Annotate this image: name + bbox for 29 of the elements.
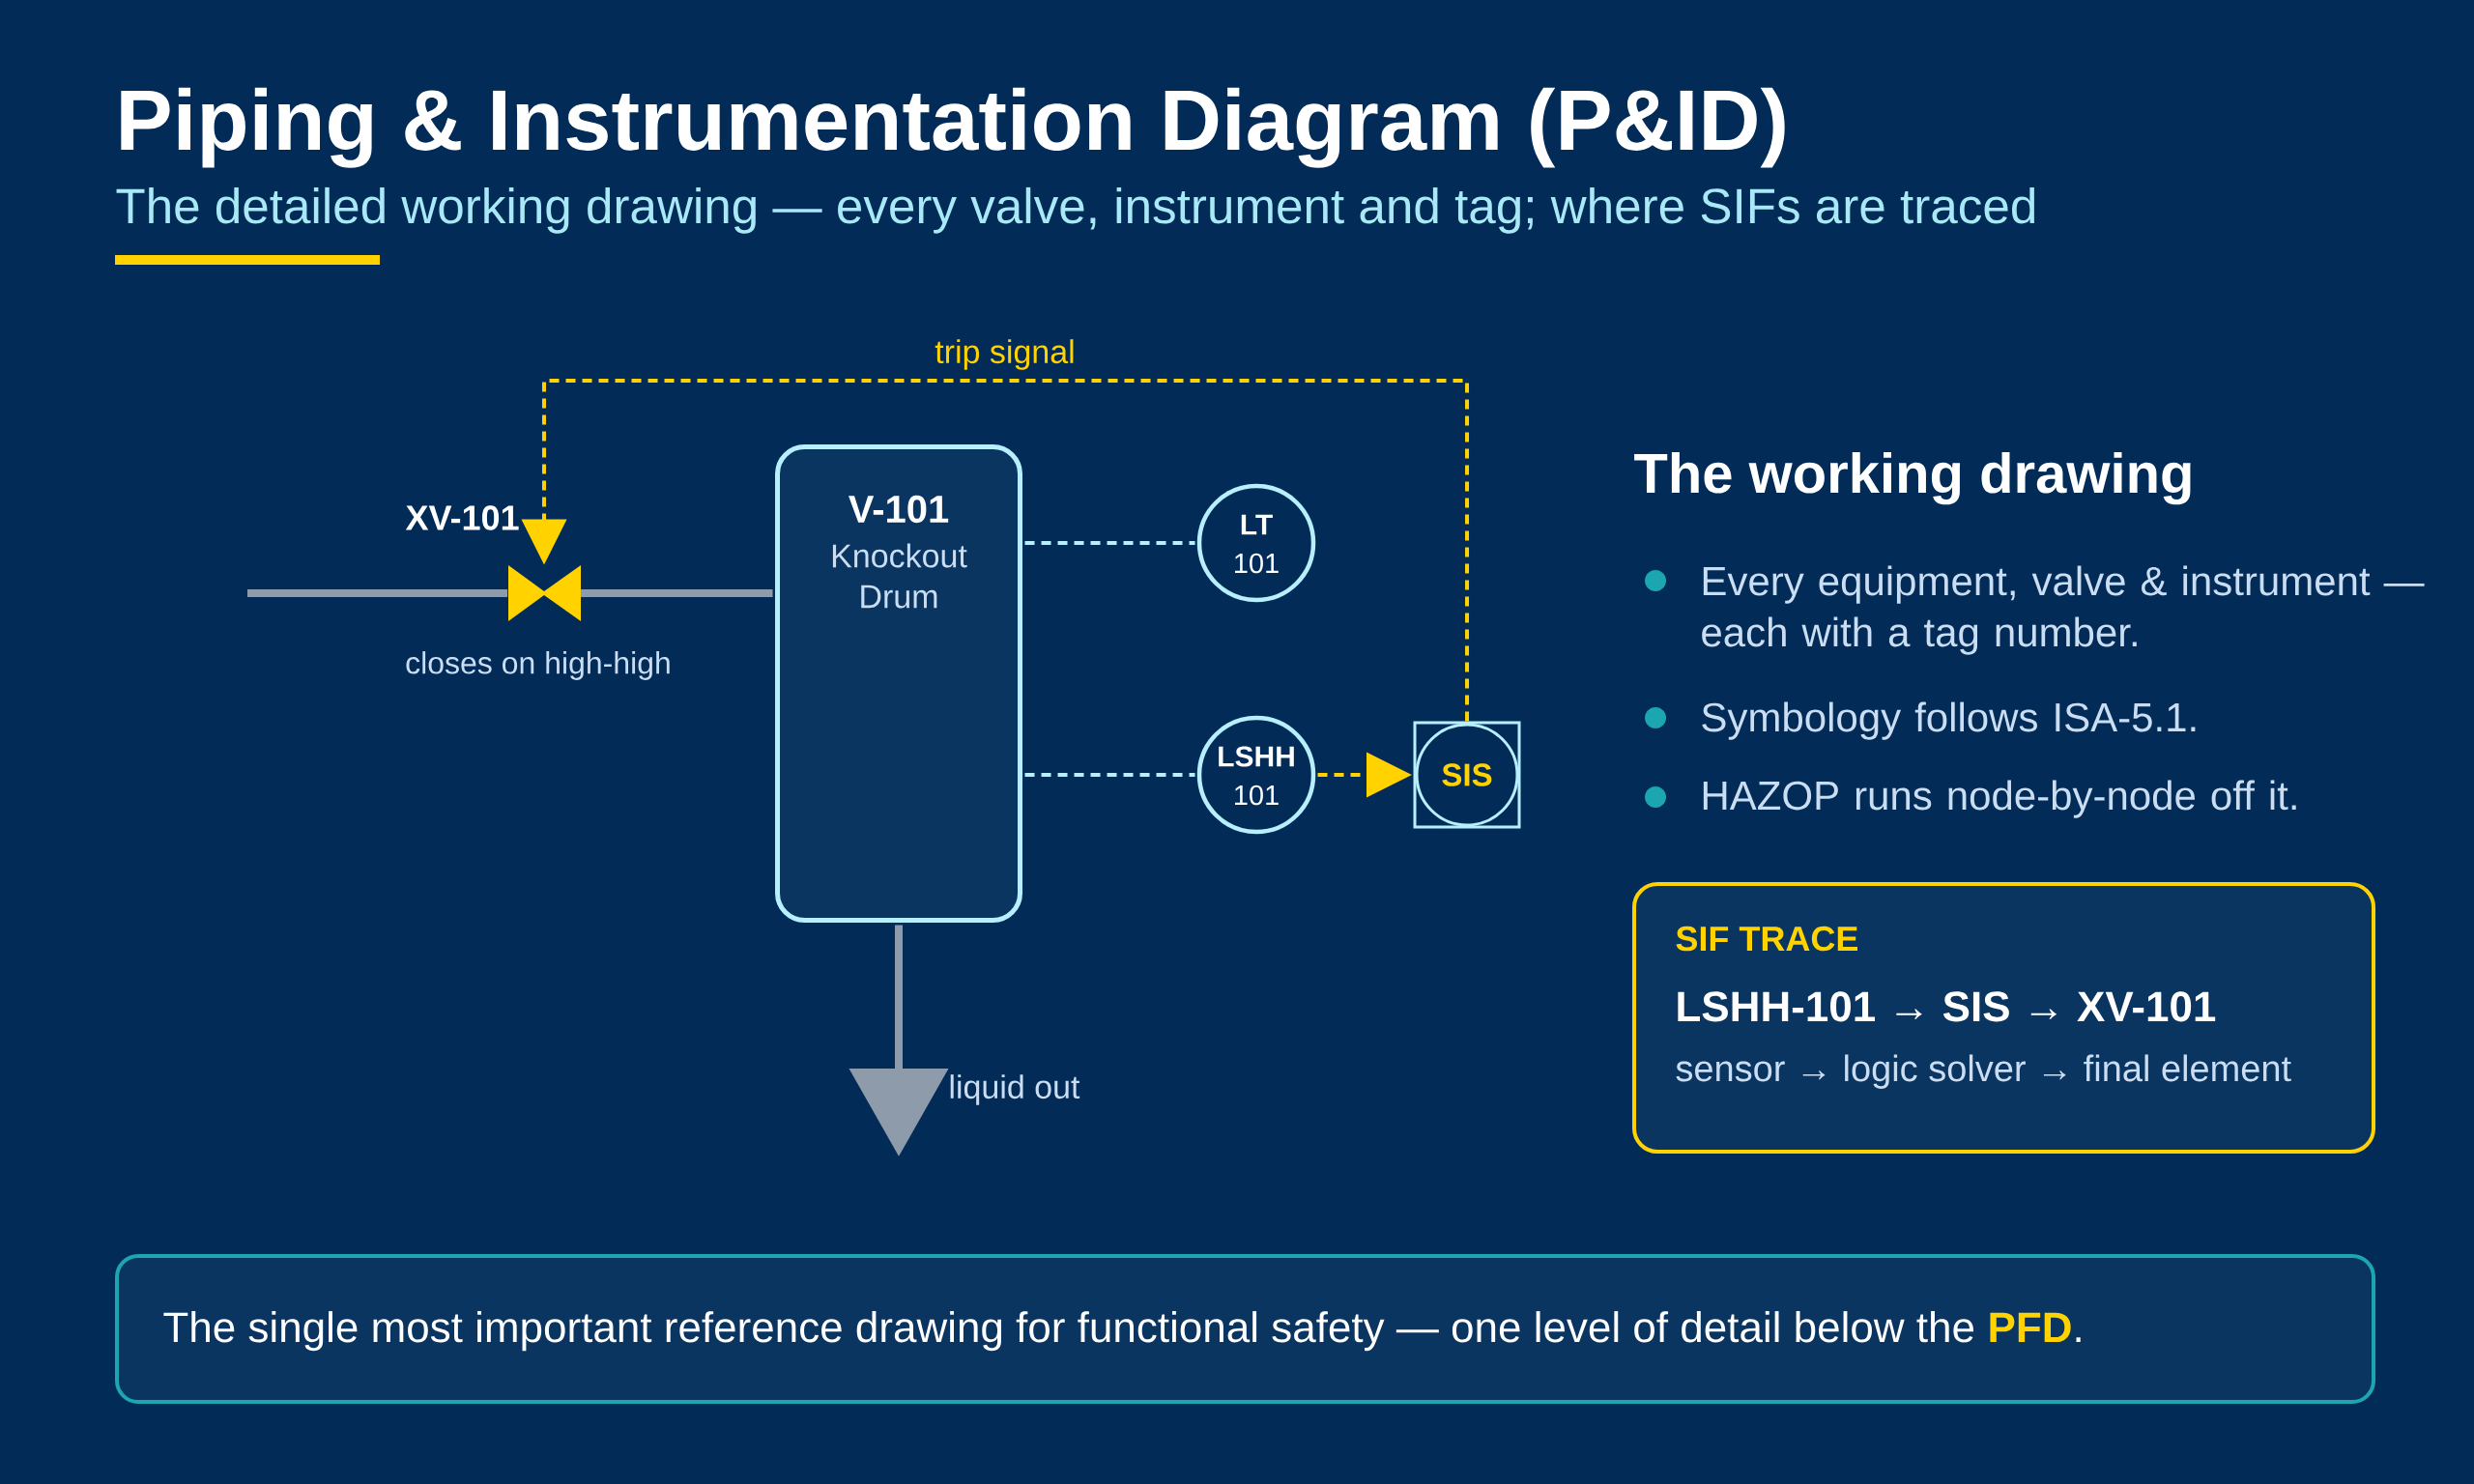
valve-tag: XV-101	[405, 505, 519, 530]
section-heading: The working drawing	[1634, 451, 2191, 505]
bullet-text: Symbology follows ISA-5.1.	[1702, 701, 2196, 740]
vessel-drum	[775, 444, 1022, 923]
note-text: The single most important reference drawing for functional safety — one level of detail below the PFD.	[163, 1311, 2081, 1352]
bullet-text: HAZOP runs node-by-node off it.	[1703, 780, 2296, 818]
vessel-tag: V-101	[849, 495, 949, 524]
instrument-tag: LSHH	[1219, 746, 1294, 767]
trace-roles: sensor → logic solver → final element	[1676, 1054, 2291, 1089]
instrument-number: 101	[1235, 553, 1279, 574]
instrument-tag: LT	[1241, 514, 1273, 535]
dashed-line	[1024, 541, 1195, 545]
logic-solver-symbol	[1413, 721, 1521, 829]
note-box	[115, 1254, 2375, 1404]
trace-panel	[1632, 882, 2375, 1154]
valve-note: closes on high-high	[406, 651, 670, 680]
panel-heading: SIF TRACE	[1676, 926, 1857, 952]
edge-label: trip signal	[935, 339, 1074, 370]
instrument-bubble	[1196, 483, 1316, 603]
vessel-name: Knockout Drum	[832, 543, 967, 609]
edge-label: liquid out	[950, 1074, 1080, 1105]
title: Piping & Instrumentation Diagram (P&ID)	[121, 87, 1785, 168]
dashed-line	[1024, 773, 1195, 777]
instrument-number: 101	[1235, 785, 1279, 806]
trace-chain: LSHH-101 → SIS → XV-101	[1678, 991, 2216, 1022]
instrument-bubble	[1196, 715, 1316, 835]
subtitle: The detailed working drawing — every valve, instrument and tag; where SIFs are traced	[116, 186, 2034, 234]
logic-solver-tag: SIS	[1442, 763, 1492, 786]
bullet-text: Every equipment, valve & instrument — each with a tag number.	[1702, 565, 2425, 655]
